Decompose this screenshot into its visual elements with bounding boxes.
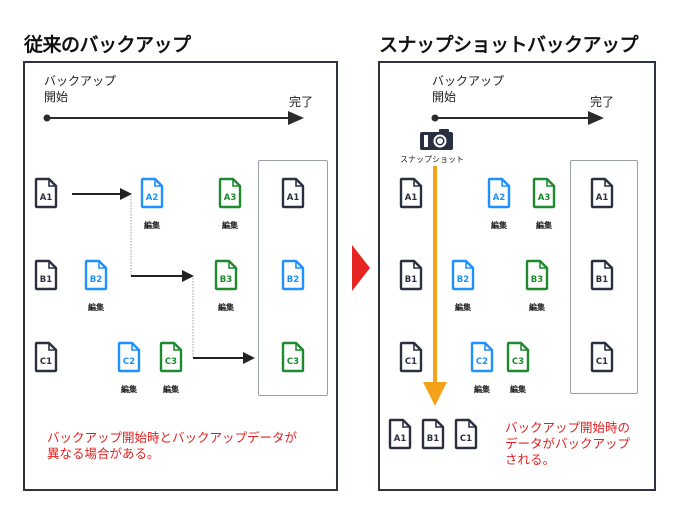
- snapshot-file-3: C1: [454, 418, 478, 450]
- file-label: A1: [596, 193, 609, 203]
- file-label: B3: [531, 275, 543, 285]
- right-result-file-3: C1: [590, 341, 614, 373]
- right-edit-label-A2: 編集: [491, 221, 507, 230]
- file-label: C1: [405, 357, 417, 367]
- right-result-file-2: B1: [590, 259, 614, 291]
- file-label: A1: [405, 193, 418, 203]
- file-label: C1: [40, 357, 52, 367]
- left-file-C2: C2: [117, 341, 141, 373]
- right-note-line-3: される。: [505, 452, 556, 467]
- file-label: B1: [427, 434, 439, 444]
- file-label: B1: [40, 275, 52, 285]
- left-file-C3: C3: [159, 341, 183, 373]
- right-file-B2: B2: [451, 259, 475, 291]
- left-file-B1: B1: [34, 259, 58, 291]
- right-file-B1: B1: [399, 259, 423, 291]
- file-label: C3: [512, 357, 524, 367]
- file-label: C3: [287, 357, 299, 367]
- right-note-line-2: データがバックアップ: [505, 436, 631, 451]
- right-edit-label-C2: 編集: [474, 385, 490, 394]
- left-title: 従来のバックアップ: [24, 34, 191, 56]
- left-note-line-1: バックアップ開始時とバックアップデータが: [47, 430, 298, 445]
- file-label: B1: [405, 275, 417, 285]
- left-backup-result-box: [258, 160, 328, 396]
- right-file-A3: A3: [532, 177, 556, 209]
- right-timeline-arrow: [431, 111, 604, 125]
- right-title: スナップショットバックアップ: [379, 34, 639, 56]
- file-label: B3: [220, 275, 232, 285]
- file-label: B2: [457, 275, 469, 285]
- right-file-A2: A2: [487, 177, 511, 209]
- left-edit-label-A2: 編集: [144, 221, 160, 230]
- file-label: C1: [596, 357, 608, 367]
- file-label: A2: [493, 193, 506, 203]
- left-result-file-3: C3: [281, 341, 305, 373]
- file-label: B2: [90, 275, 102, 285]
- right-edit-label-B2: 編集: [455, 303, 471, 312]
- file-label: A1: [40, 193, 53, 203]
- left-timeline-start-label-2: 開始: [44, 90, 69, 104]
- left-timeline-arrow: [43, 111, 304, 125]
- camera-icon: [420, 129, 453, 150]
- left-result-file-1: A1: [281, 177, 305, 209]
- left-result-file-2: B2: [281, 259, 305, 291]
- snapshot-down-arrow: [423, 166, 447, 406]
- left-flow-connectors: [72, 188, 255, 364]
- right-edit-label-B3: 編集: [529, 303, 545, 312]
- file-label: C2: [476, 357, 488, 367]
- snapshot-file-2: B1: [421, 418, 445, 450]
- file-label: A2: [146, 193, 159, 203]
- left-file-A3: A3: [218, 177, 242, 209]
- left-file-A1: A1: [34, 177, 58, 209]
- divider-arrow-icon: [352, 245, 370, 291]
- left-edit-label-C3: 編集: [163, 385, 179, 394]
- left-edit-label-B2: 編集: [88, 303, 104, 312]
- left-edit-label-B3: 編集: [218, 303, 234, 312]
- right-edit-label-A3: 編集: [536, 221, 552, 230]
- file-label: C2: [123, 357, 135, 367]
- right-file-B3: B3: [525, 259, 549, 291]
- right-file-C2: C2: [470, 341, 494, 373]
- left-file-B3: B3: [214, 259, 238, 291]
- right-timeline-start-label-2: 開始: [432, 90, 457, 104]
- right-result-file-1: A1: [590, 177, 614, 209]
- left-note-line-2: 異なる場合がある。: [47, 446, 160, 461]
- left-file-B2: B2: [84, 259, 108, 291]
- snapshot-label: スナップショット: [400, 155, 464, 164]
- right-file-C3: C3: [506, 341, 530, 373]
- right-file-C1: C1: [399, 341, 423, 373]
- right-backup-result-box: [570, 160, 638, 394]
- left-file-A2: A2: [140, 177, 164, 209]
- left-file-C1: C1: [34, 341, 58, 373]
- file-label: A1: [394, 434, 407, 444]
- file-label: A3: [538, 193, 551, 203]
- right-note-line-1: バックアップ開始時の: [505, 420, 631, 435]
- right-edit-label-C3: 編集: [510, 385, 526, 394]
- left-edit-label-A3: 編集: [222, 221, 238, 230]
- file-label: C1: [460, 434, 472, 444]
- file-label: B1: [596, 275, 608, 285]
- right-timeline-end-label: 完了: [590, 95, 615, 109]
- file-label: A1: [287, 193, 300, 203]
- file-label: C3: [165, 357, 177, 367]
- file-label: B2: [287, 275, 299, 285]
- file-label: A3: [224, 193, 237, 203]
- left-timeline-start-label-1: バックアップ: [44, 74, 117, 88]
- left-timeline-end-label: 完了: [289, 95, 314, 109]
- left-edit-label-C2: 編集: [121, 385, 137, 394]
- right-file-A1: A1: [399, 177, 423, 209]
- right-timeline-start-label-1: バックアップ: [432, 74, 505, 88]
- snapshot-file-1: A1: [388, 418, 412, 450]
